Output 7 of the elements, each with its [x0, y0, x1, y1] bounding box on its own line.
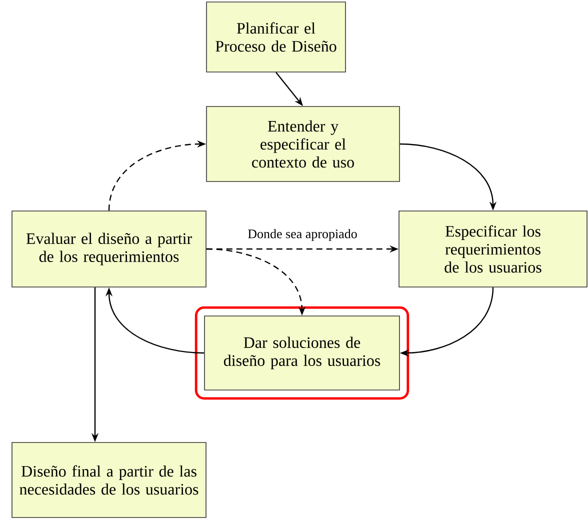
process-box: Dar soluciones de diseño para los usuarios [204, 316, 400, 390]
edge-label: Donde sea apropiado [246, 228, 358, 242]
process-box: Evaluar el diseño a partir de los requerimientos [12, 210, 206, 288]
process-box: Entender y especificar el contexto de uso [206, 106, 400, 182]
process-box: Especificar los requerimientos de los usuarios [398, 210, 588, 288]
process-box: Planificar el Proceso de Diseño [206, 2, 346, 72]
process-box: Diseño final a partir de las necesidades de los usuarios [12, 442, 206, 518]
